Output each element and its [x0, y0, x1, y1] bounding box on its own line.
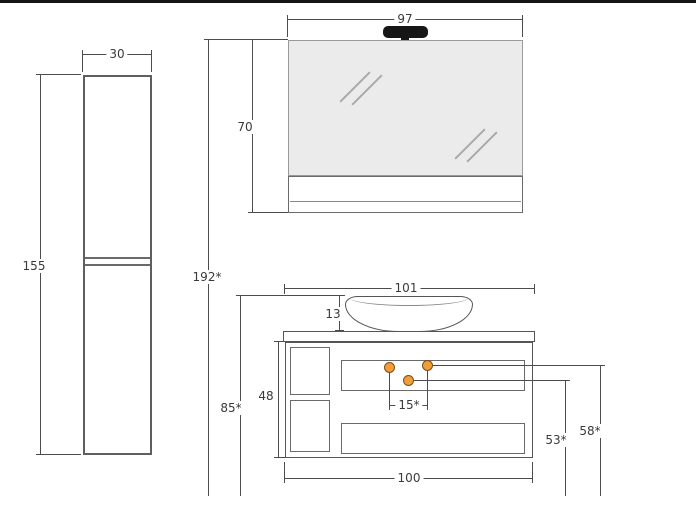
dim-ext-tall-unit-width-right: [151, 50, 152, 72]
mirror-glass: [288, 40, 523, 176]
dim-ext-outlet-spacing-right: [427, 371, 428, 410]
supply-outlet-left-dot: [384, 362, 395, 373]
dim-ext-supply-outlet: [433, 365, 605, 366]
worktop: [283, 331, 535, 342]
dim-ext-waste-outlet: [414, 380, 570, 381]
dim-ext-tall-unit-height-bottom: [36, 454, 81, 455]
mirror-shine-mark-1: [339, 71, 371, 103]
dim-ext-tall-unit-height-top: [36, 74, 81, 75]
dim-ext-base-unit-width-left: [284, 462, 285, 483]
dim-label-outlet-spacing: 15*: [395, 398, 423, 412]
mirror-shine-mark-3: [454, 128, 486, 160]
drawer-bottom: [341, 423, 525, 454]
dim-ext-total-height-top: [204, 39, 288, 40]
dim-label-basin-height: 13: [322, 307, 344, 321]
open-shelf-top: [290, 347, 330, 395]
dim-ext-worktop-width-right: [534, 284, 535, 294]
dim-label-mirror-height: 70: [234, 120, 256, 134]
mirror-lamp: [383, 26, 428, 38]
basin-rim-line: [350, 297, 468, 306]
dim-label-tall-unit-width: 30: [106, 47, 128, 61]
dim-ext-tall-unit-width-left: [82, 50, 83, 72]
open-shelf-bottom: [290, 400, 330, 452]
dim-label-base-unit-height: 48: [255, 389, 277, 403]
mirror-shelf-edge: [290, 201, 521, 202]
dim-ext-base-unit-height-bottom: [274, 457, 285, 458]
mirror-lamp-stem: [401, 36, 409, 42]
tall-cabinet-divider-top: [85, 257, 150, 259]
dim-ext-base-unit-height-top: [274, 341, 285, 342]
dim-line-total-height: [208, 40, 209, 496]
mirror-shine-mark-4: [466, 131, 498, 163]
dim-ext-base-unit-width-right: [532, 462, 533, 483]
floor-line: [0, 0, 696, 3]
dim-label-supply-outlet-height: 58*: [576, 424, 604, 438]
dim-label-floor-to-basin-top: 85*: [217, 401, 245, 415]
dim-label-waste-outlet-height: 53*: [542, 433, 570, 447]
dim-ext-basin-height-bottom: [335, 330, 344, 331]
dim-ext-mirror-height-bottom: [248, 212, 288, 213]
dim-ext-mirror-width-right: [522, 15, 523, 37]
dim-label-base-unit-width: 100: [394, 471, 424, 485]
dim-ext-basin-top: [236, 295, 345, 296]
dim-ext-mirror-width-left: [287, 15, 288, 37]
dim-label-worktop-width: 101: [391, 281, 421, 295]
dim-label-tall-unit-height: 155: [19, 259, 49, 273]
tall-cabinet-divider-bottom: [85, 264, 150, 266]
supply-outlet-right-dot: [422, 360, 433, 371]
dim-label-mirror-width: 97: [394, 12, 416, 26]
mirror-lower-panel: [288, 176, 523, 213]
dim-line-floor-to-basin-top: [240, 296, 241, 496]
mirror-shine-mark-2: [351, 74, 383, 106]
waste-outlet-dot: [403, 375, 414, 386]
dim-ext-worktop-width-left: [284, 284, 285, 294]
dim-label-total-height: 192*: [189, 270, 225, 284]
dim-line-base-unit-height: [278, 342, 279, 458]
dim-ext-outlet-spacing-left: [389, 373, 390, 410]
